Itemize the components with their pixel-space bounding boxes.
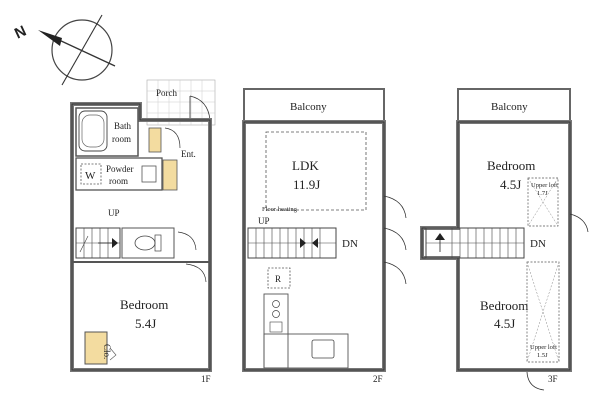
sink-fixture [141,165,157,183]
bedroom-3f-a-size: 4.5J [500,177,521,192]
shoe-cabinet [148,127,162,153]
bath-room-label-line1: Bath [114,121,131,131]
dn-label-2f: DN [342,238,358,250]
balcony-3f-label: Balcony [491,101,528,113]
up-label-1f: UP [108,208,120,218]
porch-label: Porch [156,88,177,98]
fridge-label: R [275,274,281,284]
floor-heating-area [265,131,367,211]
washer-label: W [85,170,96,182]
floor-heating-label: Floor heating [262,206,298,213]
closet [84,331,108,365]
upper-loft-b [526,261,560,363]
storage-cabinet [162,159,178,191]
floor-2-label: 2F [373,374,383,384]
bedroom-1f-size: 5.4J [135,316,156,331]
upper-loft-b-line1: Upper loft [530,344,557,351]
dn-label-3f: DN [530,238,546,250]
entrance-label: Ent. [181,149,196,159]
floor-2: Balcony LDK 11.9J Floor heating UP DN R … [242,88,407,384]
floor-1: Porch Bath room Ent. W Powder room UP [70,79,216,384]
balcony-2f-label: Balcony [290,101,327,113]
bedroom-3f-b-size: 4.5J [494,316,515,331]
compass-north-label: N [12,23,29,43]
porch-area [146,79,216,126]
kitchen-sink [311,339,335,359]
upper-loft-a-line1: Upper loft [531,182,558,189]
upper-loft-a [527,177,559,227]
floor-1-label: 1F [201,374,211,384]
ldk-name: LDK [292,158,319,173]
bedroom-3f-a-name: Bedroom [487,158,535,173]
bedroom-1f-name: Bedroom [120,297,168,312]
powder-room-label-line1: Powder [106,164,134,174]
bedroom-3f-b-name: Bedroom [480,298,528,313]
compass-icon: N [12,14,116,86]
floor-3-label: 3F [548,374,558,384]
upper-loft-a-line2: 1.7J [537,190,548,197]
up-label-2f: UP [258,216,270,226]
powder-room-label-line2: room [109,176,128,186]
bath-room-label-line2: room [112,134,131,144]
ldk-size: 11.9J [293,177,320,192]
floor-3: Balcony Bedroom 4.5J Upper loft 1.7J DN … [420,88,589,391]
upper-loft-b-line2: 1.5J [537,352,548,359]
closet-label: Clo. [102,344,112,359]
